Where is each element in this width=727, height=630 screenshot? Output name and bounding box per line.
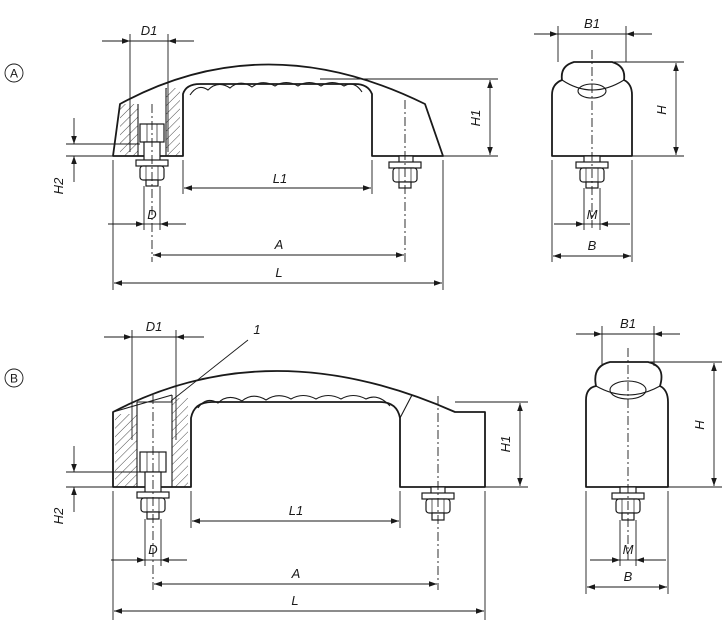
variant-b-front-view: 1 D1 H1 H2 L1 D bbox=[51, 319, 528, 620]
variant-a: A bbox=[4, 16, 684, 290]
section-hatch-left bbox=[115, 414, 137, 487]
dim-h2-label: H2 bbox=[51, 507, 66, 524]
dim-l1-label: L1 bbox=[273, 171, 287, 186]
dim-m-label: M bbox=[587, 207, 598, 222]
dim-h-label: H bbox=[654, 105, 669, 115]
dim-a-label: A bbox=[291, 566, 301, 581]
dim-b1-label: B1 bbox=[584, 16, 600, 31]
dim-a-label: A bbox=[274, 237, 284, 252]
dim-l1-label: L1 bbox=[289, 503, 303, 518]
variant-a-marker-label: A bbox=[10, 67, 18, 81]
variant-a-front-view: D1 H1 H2 L1 D A L bbox=[51, 23, 498, 290]
dim-d-label: D bbox=[148, 542, 157, 557]
dim-h1-label: H1 bbox=[498, 436, 513, 453]
variant-b-side-view: B1 H M B bbox=[576, 316, 722, 594]
variant-b-marker-label: B bbox=[10, 372, 18, 386]
section-hatch-right bbox=[166, 88, 180, 156]
section-hatch-left bbox=[120, 104, 138, 156]
callout-1-label: 1 bbox=[253, 322, 260, 337]
dim-d1-label: D1 bbox=[146, 319, 163, 334]
variant-b: B bbox=[4, 316, 722, 620]
dim-d-label: D bbox=[147, 207, 156, 222]
dim-l-label: L bbox=[275, 265, 282, 280]
section-hatch-right bbox=[172, 398, 188, 487]
variant-a-side-view: B1 H M B bbox=[534, 16, 684, 262]
callout-leader bbox=[170, 339, 249, 402]
handle-body bbox=[112, 370, 486, 488]
dim-b1-label: B1 bbox=[620, 316, 636, 331]
variant-a-marker: A bbox=[4, 63, 24, 83]
dim-h-label: H bbox=[692, 420, 707, 430]
dim-b-label: B bbox=[624, 569, 633, 584]
dim-m-label: M bbox=[623, 542, 634, 557]
grip-ridge bbox=[197, 394, 391, 409]
variant-b-marker: B bbox=[4, 368, 24, 388]
dim-b-label: B bbox=[588, 238, 597, 253]
grip-ridge bbox=[189, 81, 363, 96]
dim-d1-label: D1 bbox=[141, 23, 158, 38]
dim-h2-label: H2 bbox=[51, 177, 66, 194]
dim-l-label: L bbox=[291, 593, 298, 608]
dim-h1-label: H1 bbox=[468, 110, 483, 127]
